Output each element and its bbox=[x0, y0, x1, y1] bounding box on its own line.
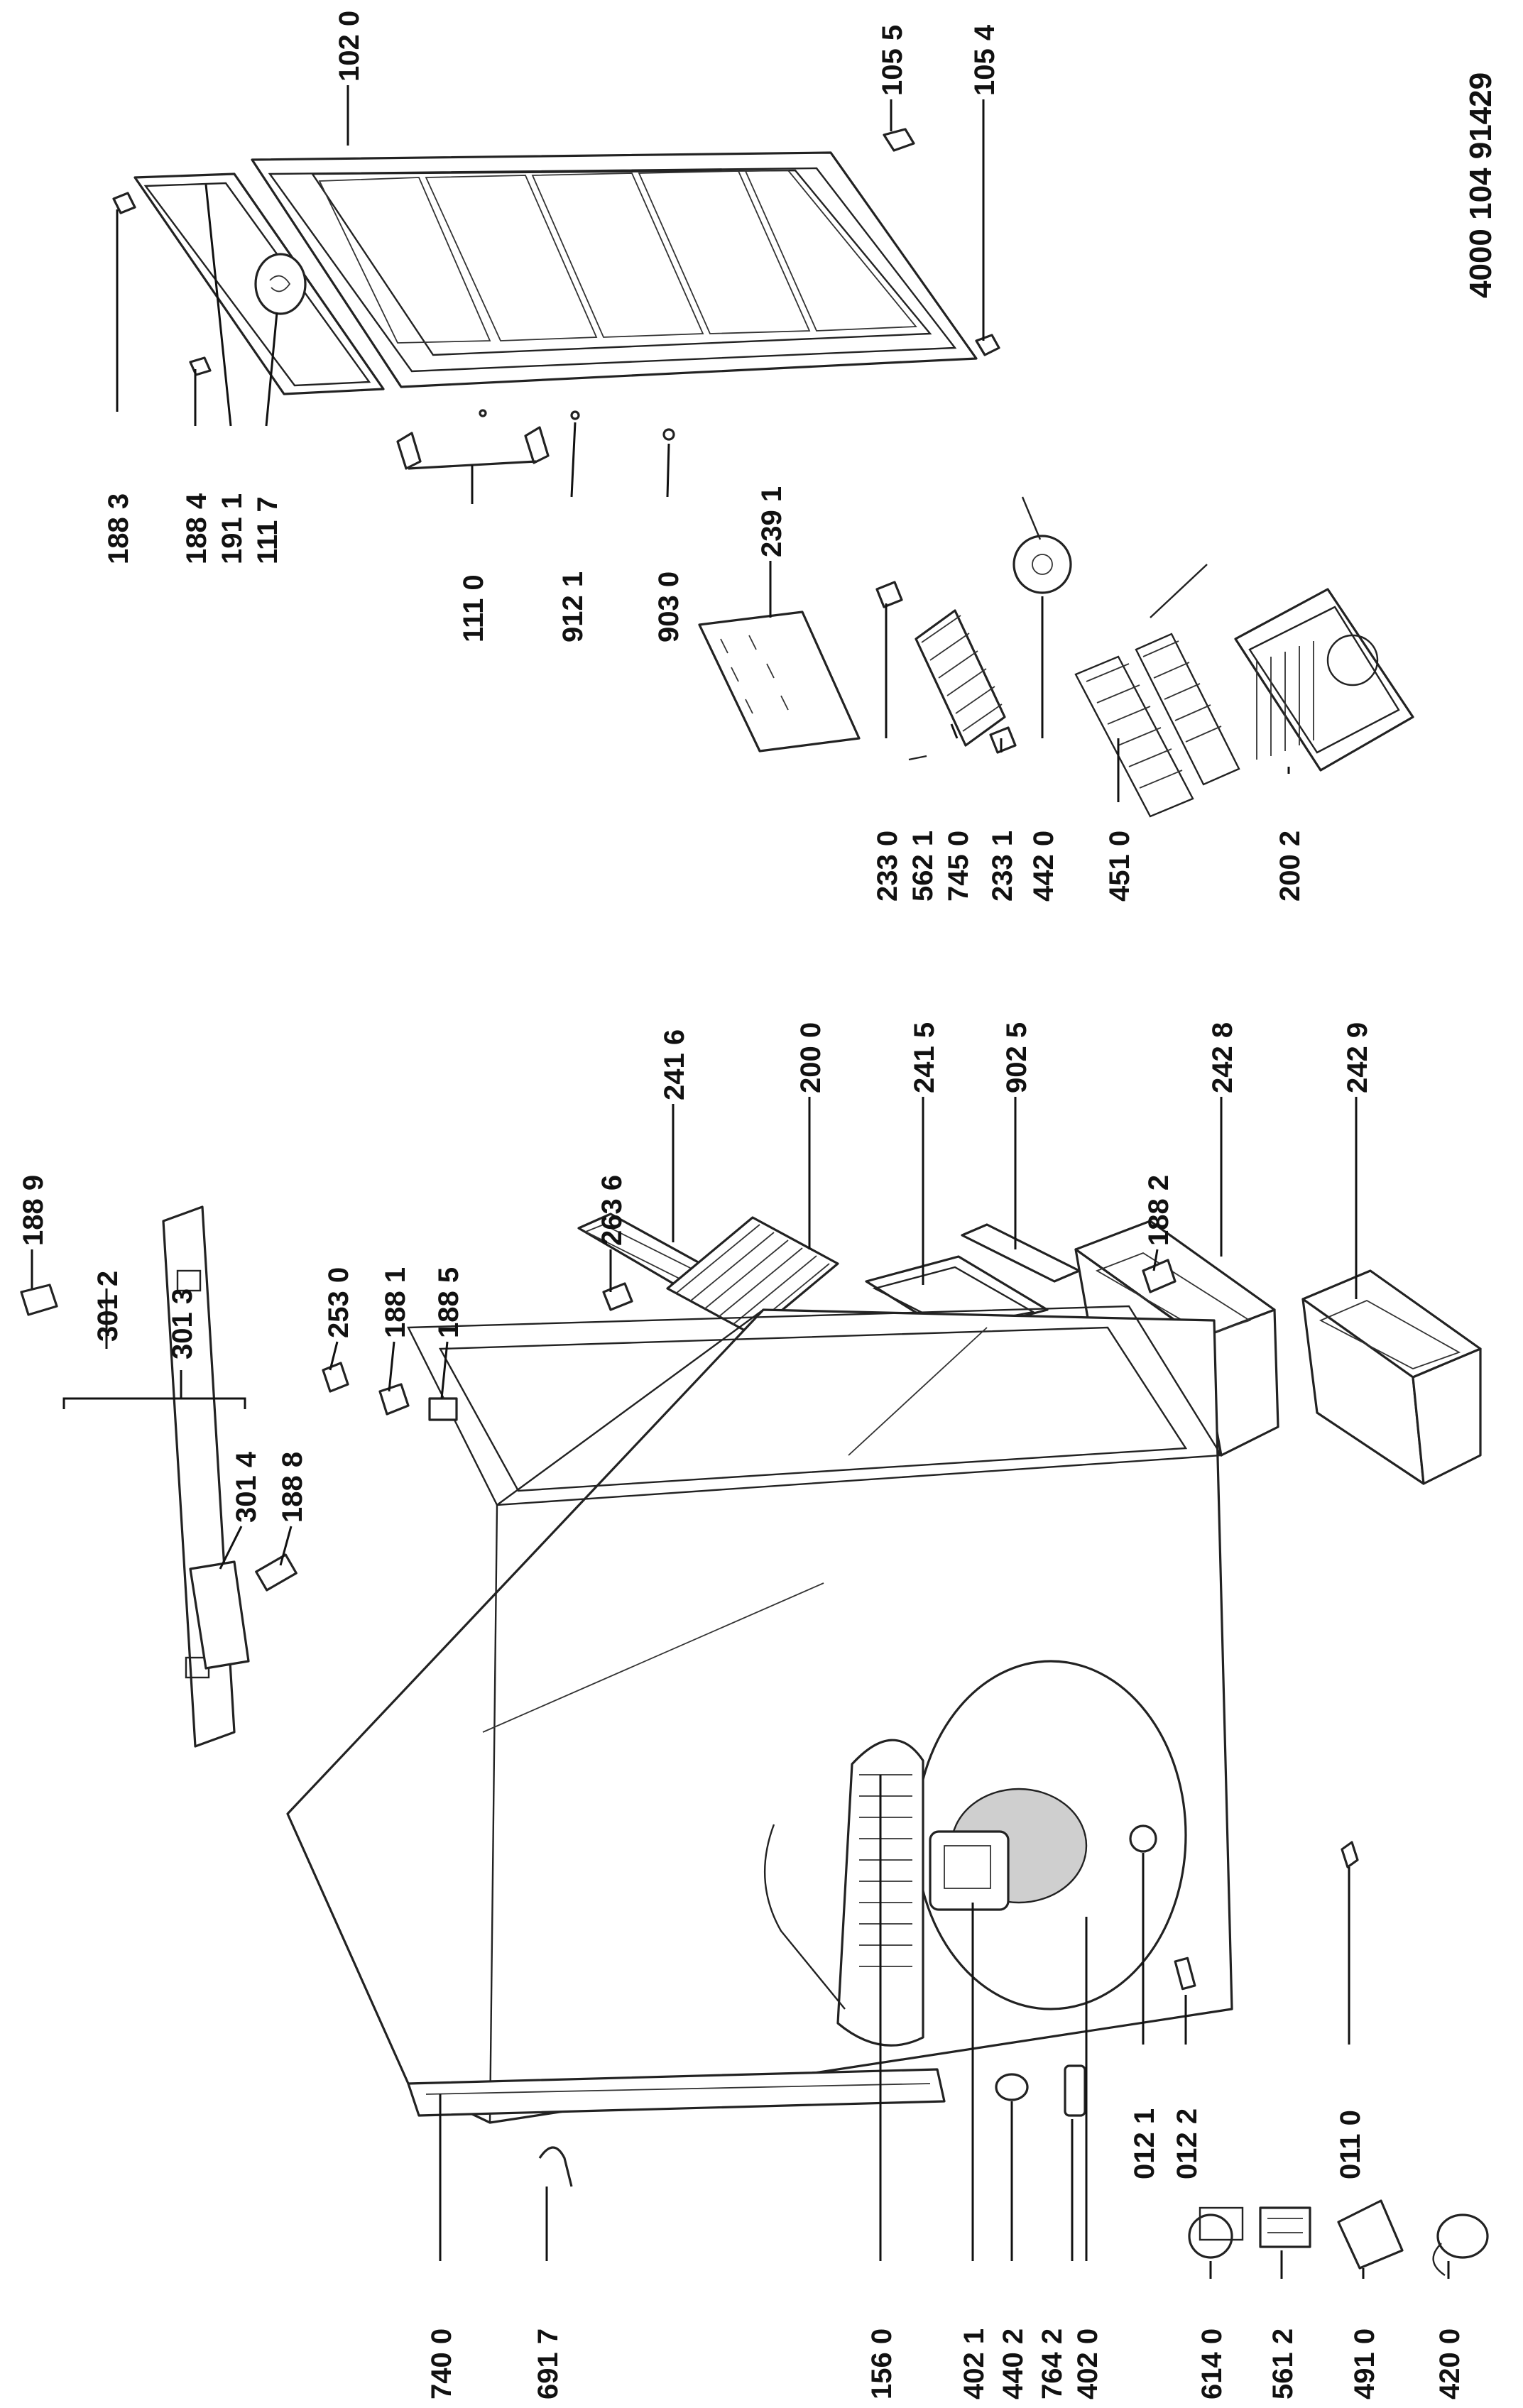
label-740-0: 740 0 bbox=[426, 2328, 457, 2399]
label-188-3: 188 3 bbox=[103, 493, 134, 564]
logo-badge bbox=[254, 253, 307, 315]
label-491-0: 491 0 bbox=[1349, 2328, 1380, 2399]
label-156-0: 156 0 bbox=[866, 2328, 897, 2399]
label-614-0: 614 0 bbox=[1196, 2328, 1228, 2399]
label-105-5: 105 5 bbox=[877, 25, 908, 96]
label-440-2: 440 2 bbox=[998, 2328, 1029, 2399]
label-402-1: 402 1 bbox=[959, 2328, 990, 2399]
label-200-2: 200 2 bbox=[1274, 831, 1306, 902]
label-301-3: 301 3 bbox=[167, 1288, 198, 1359]
condenser-coil bbox=[1074, 564, 1240, 818]
label-105-4: 105 4 bbox=[969, 24, 1000, 96]
label-745-0: 745 0 bbox=[943, 831, 974, 902]
document-reference-number: 4000 104 91429 bbox=[1463, 72, 1498, 298]
label-902-5: 902 5 bbox=[1001, 1022, 1032, 1093]
label-188-5: 188 5 bbox=[433, 1267, 464, 1338]
label-233-0: 233 0 bbox=[872, 831, 903, 902]
label-263-6: 263 6 bbox=[596, 1175, 628, 1246]
label-301-4: 301 4 bbox=[231, 1451, 262, 1523]
label-188-2: 188 2 bbox=[1143, 1175, 1174, 1246]
label-188-9: 188 9 bbox=[18, 1175, 49, 1246]
label-241-5: 241 5 bbox=[909, 1022, 940, 1093]
label-442-0: 442 0 bbox=[1028, 831, 1059, 902]
label-912-1: 912 1 bbox=[557, 571, 589, 642]
fan bbox=[1012, 535, 1072, 594]
label-011-0: 011 0 bbox=[1335, 2110, 1366, 2179]
label-561-2: 561 2 bbox=[1267, 2328, 1299, 2399]
cover-plate bbox=[698, 611, 861, 752]
label-012-2: 012 2 bbox=[1172, 2108, 1203, 2179]
label-111-7: 111 7 bbox=[252, 496, 283, 564]
relay bbox=[1188, 2213, 1233, 2259]
label-691-7: 691 7 bbox=[533, 2328, 564, 2399]
label-242-9: 242 9 bbox=[1342, 1022, 1373, 1093]
label-188-1: 188 1 bbox=[380, 1267, 411, 1338]
base-grille bbox=[407, 2068, 946, 2117]
label-402-0: 402 0 bbox=[1072, 2328, 1103, 2399]
label-242-8: 242 8 bbox=[1207, 1022, 1238, 1093]
label-102-0: 102 0 bbox=[334, 11, 365, 82]
label-111-0: 111 0 bbox=[458, 574, 489, 642]
label-239-1: 239 1 bbox=[756, 486, 787, 557]
label-301-2: 301 2 bbox=[92, 1271, 124, 1342]
door-assembly bbox=[112, 128, 1000, 470]
part-labels: 102 0 105 5 105 4 188 3 188 4 191 1 111 … bbox=[18, 11, 1465, 2399]
label-012-1: 012 1 bbox=[1129, 2108, 1160, 2179]
drawer-small bbox=[1301, 1269, 1482, 1485]
label-903-0: 903 0 bbox=[653, 571, 684, 642]
label-191-1: 191 1 bbox=[217, 493, 248, 564]
label-200-0: 200 0 bbox=[795, 1022, 826, 1093]
fan-housing bbox=[1234, 588, 1414, 772]
leader-lines bbox=[31, 85, 1450, 2279]
label-188-8: 188 8 bbox=[277, 1452, 308, 1523]
label-764-2: 764 2 bbox=[1037, 2328, 1068, 2399]
cabinet-body bbox=[20, 1205, 1489, 2276]
cooling-components bbox=[698, 496, 1414, 818]
label-188-4: 188 4 bbox=[181, 493, 212, 564]
label-562-1: 562 1 bbox=[907, 831, 939, 902]
label-241-6: 241 6 bbox=[659, 1029, 690, 1100]
label-420-0: 420 0 bbox=[1434, 2328, 1465, 2399]
label-233-1: 233 1 bbox=[987, 831, 1018, 902]
label-253-0: 253 0 bbox=[323, 1267, 354, 1338]
label-451-0: 451 0 bbox=[1104, 831, 1135, 902]
